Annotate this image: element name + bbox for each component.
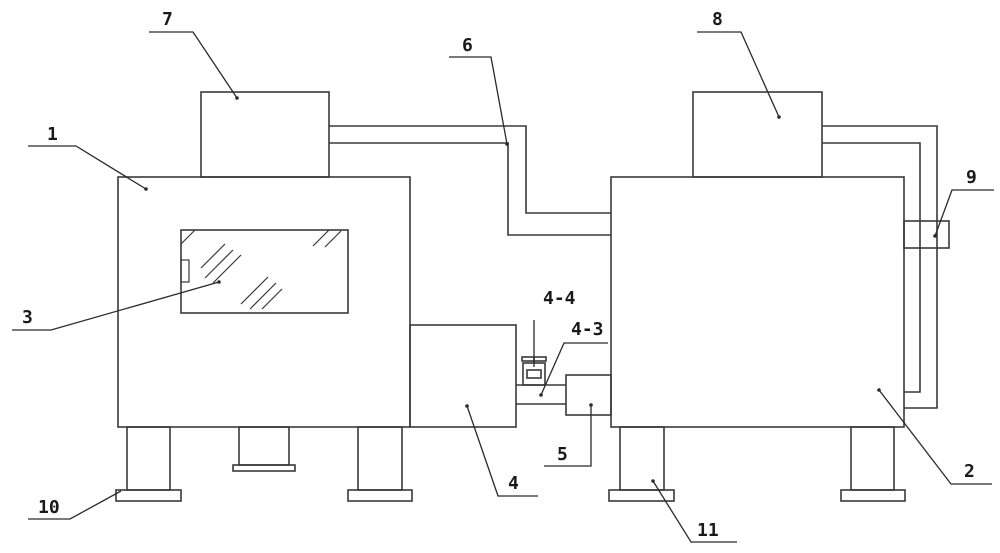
label-3: 3 <box>22 307 33 328</box>
label-8: 8 <box>712 9 723 30</box>
left-tank <box>118 177 410 427</box>
top-box-8 <box>693 92 822 177</box>
right-tank-legs <box>609 427 905 501</box>
leader-dots <box>144 96 937 483</box>
label-4-4: 4-4 <box>543 288 576 309</box>
left-tank-legs <box>116 427 412 501</box>
label-4: 4 <box>508 473 519 494</box>
label-9: 9 <box>966 167 977 188</box>
label-2: 2 <box>964 461 975 482</box>
label-11: 11 <box>697 520 719 541</box>
label-7: 7 <box>162 9 173 30</box>
top-box-7 <box>201 92 329 177</box>
label-10: 10 <box>38 497 60 518</box>
viewing-window <box>181 230 348 313</box>
side-pipe <box>822 126 937 408</box>
label-5: 5 <box>557 444 568 465</box>
label-4-3: 4-3 <box>571 319 604 340</box>
box-5 <box>566 375 611 415</box>
right-tank <box>611 177 904 427</box>
label-1: 1 <box>47 124 58 145</box>
pipe-6 <box>329 126 611 235</box>
label-6: 6 <box>462 35 473 56</box>
component-9 <box>904 221 949 248</box>
leader-lines <box>12 32 994 542</box>
box-4 <box>410 325 516 427</box>
